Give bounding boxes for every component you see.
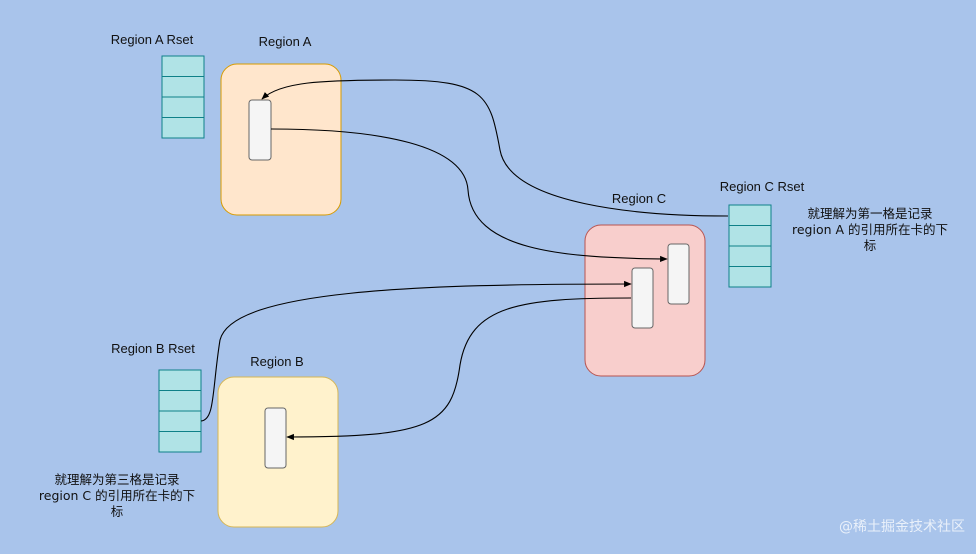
region-a-label: Region A bbox=[259, 34, 312, 49]
arrow-region-b-rset-to-region-c-card bbox=[200, 280, 632, 422]
region-c-note-line-1: 就理解为第一格是记录 bbox=[807, 206, 932, 221]
region-a-rset-cell-4 bbox=[161, 117, 205, 139]
region-c-label: Region C bbox=[612, 191, 666, 206]
region-c-rset-cell-4 bbox=[728, 266, 772, 288]
region-b-rset-note: 就理解为第三格是记录 region C 的引用所在卡的下 标 bbox=[39, 472, 195, 519]
region-b-rset-cell-4 bbox=[158, 431, 202, 453]
region-b-note-line-1: 就理解为第三格是记录 bbox=[54, 472, 179, 487]
region-c-rset-cell-3 bbox=[728, 245, 772, 267]
region-b-card bbox=[264, 407, 287, 469]
region-b-rset-label: Region B Rset bbox=[111, 341, 195, 356]
region-a-rset-cell-2 bbox=[161, 76, 205, 98]
region-c-note-line-3: 标 bbox=[864, 238, 877, 253]
arrow-region-a-card-to-region-c-card bbox=[270, 128, 668, 263]
region-b-note-line-2: region C 的引用所在卡的下 bbox=[39, 488, 195, 503]
region-a-rset-label: Region A Rset bbox=[111, 32, 194, 47]
region-a-card bbox=[248, 99, 272, 161]
region-c-rset-cell-2 bbox=[728, 225, 772, 247]
watermark-text: @稀土掘金技术社区 bbox=[839, 519, 965, 535]
region-c-card-upper bbox=[667, 243, 690, 305]
arrow-region-c-card-to-region-b-card bbox=[286, 297, 632, 441]
region-a-box bbox=[220, 63, 342, 216]
region-b-rset-cell-2 bbox=[158, 390, 202, 412]
region-b-label: Region B bbox=[250, 354, 303, 369]
region-c-card-lower bbox=[631, 267, 654, 329]
region-a-rset-cell-1 bbox=[161, 55, 205, 77]
region-c-rset bbox=[728, 204, 772, 288]
region-c-rset-note: 就理解为第一格是记录 region A 的引用所在卡的下 标 bbox=[792, 206, 948, 253]
region-b-note-line-3: 标 bbox=[111, 504, 124, 519]
region-b-rset bbox=[158, 369, 202, 453]
region-a-rset-cell-3 bbox=[161, 96, 205, 118]
region-a-rset bbox=[161, 55, 205, 139]
region-c-rset-label: Region C Rset bbox=[720, 179, 805, 194]
region-b-rset-cell-1 bbox=[158, 369, 202, 391]
region-c-rset-cell-1 bbox=[728, 204, 772, 226]
region-c-note-line-2: region A 的引用所在卡的下 bbox=[792, 222, 948, 237]
region-b-rset-cell-3 bbox=[158, 410, 202, 432]
arrow-region-c-rset-to-region-a-card bbox=[261, 79, 729, 217]
